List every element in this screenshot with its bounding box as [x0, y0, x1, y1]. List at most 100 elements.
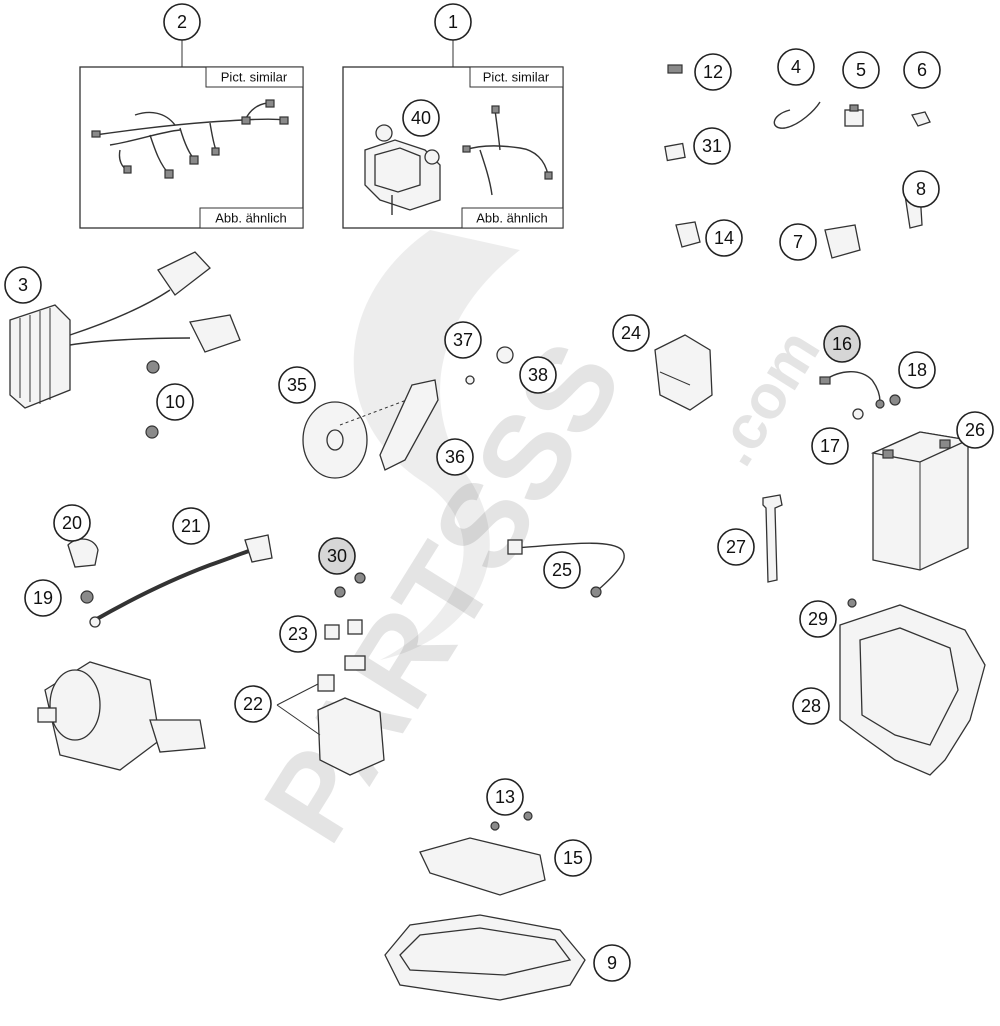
horn-drawing: [302, 346, 514, 479]
callout-6: 6: [903, 51, 941, 89]
callout-37: 37: [444, 321, 482, 359]
callout-23: 23: [279, 615, 317, 653]
callout-7: 7: [779, 223, 817, 261]
starter-relay-drawing: [276, 572, 385, 776]
svg-text:13: 13: [495, 787, 515, 807]
svg-text:16: 16: [832, 334, 852, 354]
svg-text:24: 24: [621, 323, 641, 343]
inset-relay-harness: Pict. similar Abb. ähnlich: [342, 40, 564, 229]
inset-harness-note-bottom: Abb. ähnlich: [215, 211, 287, 226]
callout-30: 30: [318, 537, 356, 575]
relay-harness-wires-drawing: [462, 105, 553, 196]
svg-text:6: 6: [917, 60, 927, 80]
callout-35: 35: [278, 366, 316, 404]
callout-17: 17: [811, 427, 849, 465]
inset-relay-harness-note-top: Pict. similar: [483, 70, 550, 85]
inset-relay-harness-note-bottom: Abb. ähnlich: [476, 211, 548, 226]
callout-1: 1: [434, 3, 472, 41]
inset-harness-note-top: Pict. similar: [221, 70, 288, 85]
callout-38: 38: [519, 356, 557, 394]
callout-8: 8: [902, 170, 940, 208]
svg-text:3: 3: [18, 275, 28, 295]
callout-25: 25: [543, 551, 581, 589]
svg-text:27: 27: [726, 537, 746, 557]
relay-bracket-drawing: [364, 124, 441, 215]
svg-text:17: 17: [820, 436, 840, 456]
callout-3: 3: [4, 266, 42, 304]
callout-15: 15: [554, 839, 592, 877]
svg-text:29: 29: [808, 609, 828, 629]
starter-cable-drawing: [67, 534, 273, 628]
svg-text:36: 36: [445, 447, 465, 467]
inset-harness-note-top-bg: [205, 66, 304, 88]
svg-text:28: 28: [801, 696, 821, 716]
callout-5: 5: [842, 51, 880, 89]
callout-27: 27: [717, 528, 755, 566]
svg-text:4: 4: [791, 57, 801, 77]
cover-24-drawing: [654, 334, 713, 411]
battery-drawing: [870, 431, 971, 571]
callout-29: 29: [799, 600, 837, 638]
watermark-swoosh-icon: [353, 230, 520, 660]
starter-motor-drawing: [37, 661, 206, 771]
strap-drawing: [762, 494, 783, 583]
inset-harness-frame: [79, 66, 304, 229]
callout-19: 19: [24, 579, 62, 617]
callout-40: 40: [402, 99, 440, 137]
callout-36: 36: [436, 438, 474, 476]
svg-text:18: 18: [907, 360, 927, 380]
svg-text:37: 37: [453, 330, 473, 350]
callout-14: 14: [705, 219, 743, 257]
callout-13: 13: [486, 778, 524, 816]
svg-text:25: 25: [552, 560, 572, 580]
svg-text:22: 22: [243, 694, 263, 714]
inset-relay-harness-note-top-bg: [469, 66, 564, 88]
svg-text:15: 15: [563, 848, 583, 868]
callout-31: 31: [693, 127, 731, 165]
callout-20: 20: [53, 504, 91, 542]
svg-text:31: 31: [702, 136, 722, 156]
battery-box-drawing: [839, 598, 986, 776]
screws-drawing: [145, 360, 160, 439]
callout-9: 9: [593, 944, 631, 982]
callout-4: 4: [777, 48, 815, 86]
svg-text:26: 26: [965, 420, 985, 440]
inset-relay-harness-note-bottom-bg: [461, 207, 564, 229]
svg-text:10: 10: [165, 392, 185, 412]
callout-16: 16: [823, 325, 861, 363]
callout-22: 22: [234, 685, 272, 723]
small-parts-drawing: [664, 64, 931, 259]
svg-text:14: 14: [714, 228, 734, 248]
svg-text:40: 40: [411, 108, 431, 128]
svg-text:1: 1: [448, 12, 458, 32]
svg-text:23: 23: [288, 624, 308, 644]
callout-24: 24: [612, 314, 650, 352]
callout-28: 28: [792, 687, 830, 725]
wiring-harness-drawing: [91, 99, 289, 179]
callout-12: 12: [694, 53, 732, 91]
cable-25-drawing: [507, 539, 625, 598]
inset-harness-note-bottom-bg: [199, 207, 304, 229]
battery-cable-drawing: [819, 371, 901, 420]
svg-text:8: 8: [916, 179, 926, 199]
svg-text:19: 19: [33, 588, 53, 608]
svg-text:20: 20: [62, 513, 82, 533]
callout-10: 10: [156, 383, 194, 421]
svg-text:7: 7: [793, 232, 803, 252]
callout-2: 2: [163, 3, 201, 41]
callout-18: 18: [898, 351, 936, 389]
callout-26: 26: [956, 411, 994, 449]
callout-21: 21: [172, 507, 210, 545]
inset-harness: Pict. similar Abb. ähnlich: [79, 40, 304, 229]
svg-text:30: 30: [327, 546, 347, 566]
svg-text:21: 21: [181, 516, 201, 536]
svg-text:9: 9: [607, 953, 617, 973]
voltage-regulator-drawing: [9, 251, 241, 409]
ecu-holder-drawing: [384, 811, 586, 1001]
svg-text:2: 2: [177, 12, 187, 32]
svg-text:5: 5: [856, 60, 866, 80]
svg-text:38: 38: [528, 365, 548, 385]
svg-text:35: 35: [287, 375, 307, 395]
svg-text:12: 12: [703, 62, 723, 82]
